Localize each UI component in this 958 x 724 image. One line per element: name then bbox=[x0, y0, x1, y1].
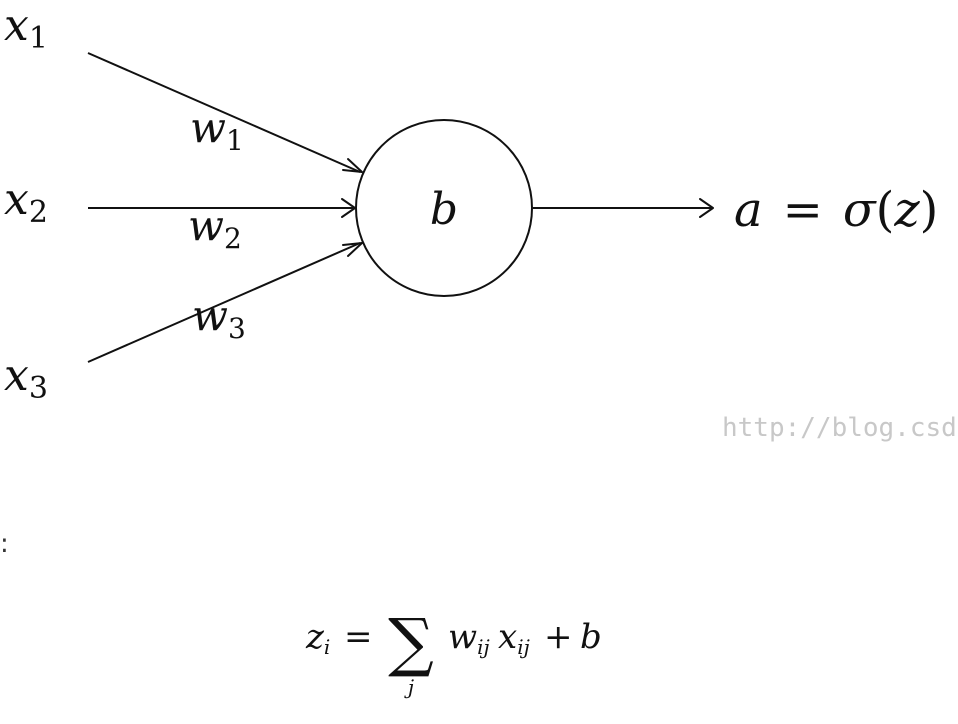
output-label: a = σ(z) bbox=[734, 182, 938, 238]
node-label: b bbox=[430, 184, 458, 235]
formula-plus: + bbox=[544, 617, 573, 657]
formula-equals: = bbox=[344, 617, 373, 657]
edge-x3-to-node bbox=[87, 242, 361, 363]
formula-weight-term: wij bbox=[448, 617, 490, 659]
weight-label-w1: w1 bbox=[190, 103, 244, 157]
input-label-x1: x1 bbox=[4, 0, 48, 56]
edge-x1-to-node bbox=[87, 52, 361, 173]
formula: zi = ∑ j wij xij + b bbox=[305, 606, 602, 699]
arrowhead-x1 bbox=[342, 158, 363, 173]
weight-label-w2: w2 bbox=[188, 201, 242, 255]
formula-lhs: zi bbox=[305, 617, 330, 659]
formula-bias: b bbox=[580, 617, 602, 657]
weight-label-w3: w3 bbox=[192, 291, 246, 345]
summation-index: j bbox=[404, 675, 414, 699]
arrowhead-x3 bbox=[342, 242, 363, 257]
summation-sign: ∑ bbox=[388, 606, 434, 680]
neuron-node bbox=[355, 119, 533, 297]
input-label-x3: x3 bbox=[4, 350, 48, 406]
watermark-text: http://blog.csd bbox=[722, 413, 957, 443]
input-label-x2: x2 bbox=[4, 174, 48, 230]
arrowhead-output bbox=[699, 198, 714, 218]
formula-input-term: xij bbox=[498, 617, 530, 659]
colon-mark: : bbox=[0, 529, 9, 559]
